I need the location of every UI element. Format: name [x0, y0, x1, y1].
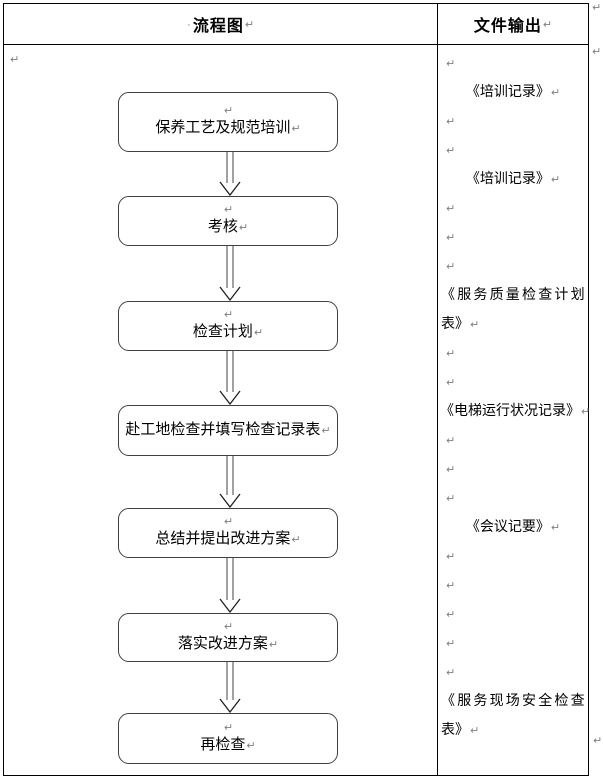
empty-paragraph: ↵ [438, 657, 588, 686]
empty-paragraph: ↵ [438, 599, 588, 628]
pilcrow-mark: ↵ [550, 522, 561, 534]
down-arrow-icon [219, 456, 241, 508]
flowchart-cell: ↵ ↵ 保养工艺及规范培训↵ ↵ 考核↵ [4, 45, 438, 775]
flowchart-table: ·流程图↵ 文件输出↵ ↵ ↵ 保养工艺及规范培训↵ [3, 3, 591, 776]
empty-paragraph: ↵ [438, 425, 588, 454]
pilcrow-mark: ↵ [446, 435, 456, 447]
pilcrow-mark: ↵ [470, 725, 480, 737]
empty-paragraph: ↵ [438, 135, 588, 164]
flow-step-label: 保养工艺及规范培训↵ [155, 119, 301, 136]
pilcrow-mark: ↵ [268, 638, 279, 651]
pilcrow-mark: ↵ [223, 620, 234, 633]
empty-paragraph: ↵ [438, 628, 588, 657]
pilcrow-mark: ↵ [446, 580, 456, 592]
down-arrow-icon [219, 662, 241, 713]
pilcrow-mark: ↵ [446, 261, 456, 273]
empty-paragraph: ↵ [438, 222, 588, 251]
output-doc-site-safety-check-line2: 表》↵ [441, 721, 480, 737]
pilcrow-mark: ↵ [446, 609, 456, 621]
empty-paragraph: ↵ [438, 48, 588, 77]
flow-step-site-inspection[interactable]: 赴工地检查并填写检查记录表↵ [118, 405, 338, 456]
flow-step-assessment[interactable]: ↵ 考核↵ [118, 196, 338, 246]
flow-step-reinspection[interactable]: ↵ 再检查↵ [118, 713, 338, 764]
table-body-row: ↵ ↵ 保养工艺及规范培训↵ ↵ 考核↵ [4, 45, 591, 775]
output-doc-site-safety-check-line1: 《服务现场安全检查 [441, 692, 587, 708]
flow-step-summary-improvement[interactable]: ↵ 总结并提出改进方案↵ [118, 508, 338, 558]
output-cell: ↵ 《培训记录》↵ ↵ ↵ 《培训记录》↵ ↵ ↵ ↵ 《服务质量检查计划 表》… [438, 45, 591, 775]
row-end-mark: ↵ [593, 735, 603, 747]
header-cell-flowchart: ·流程图↵ [4, 4, 438, 44]
pilcrow-mark: ↵ [446, 464, 456, 476]
pilcrow-mark: ↵ [446, 145, 456, 157]
space-mark: · [186, 17, 192, 31]
pilcrow-mark: ↵ [246, 739, 256, 752]
output-doc-training-record: 《培训记录》↵ [465, 83, 561, 99]
flow-step-inspection-plan[interactable]: ↵ 检查计划↵ [118, 301, 338, 351]
flow-step-label: 再检查↵ [200, 735, 256, 753]
pilcrow-mark: ↵ [550, 174, 561, 186]
pilcrow-mark: ↵ [470, 319, 480, 331]
flow-step-label: 落实改进方案↵ [177, 634, 279, 652]
empty-paragraph: ↵ [438, 454, 588, 483]
flow-step-label: 考核↵ [207, 218, 249, 235]
pilcrow-mark: ↵ [446, 58, 456, 70]
empty-paragraph: ↵ [438, 367, 588, 396]
pilcrow-mark: ↵ [321, 425, 331, 437]
pilcrow-mark: ↵ [446, 203, 456, 215]
pilcrow-mark: ↵ [446, 348, 456, 360]
empty-paragraph: ↵ [438, 193, 588, 222]
pilcrow-mark: ↵ [10, 54, 20, 66]
row-end-mark: ↵ [592, 46, 602, 58]
pilcrow-mark: ↵ [550, 87, 561, 99]
pilcrow-mark: ↵ [244, 18, 255, 31]
flow-step-training[interactable]: ↵ 保养工艺及规范培训↵ [118, 92, 338, 152]
pilcrow-mark: ↵ [446, 377, 456, 389]
pilcrow-mark: ↵ [223, 516, 234, 528]
output-doc-service-quality-plan-line2: 表》↵ [441, 315, 480, 331]
pilcrow-mark: ↵ [238, 222, 249, 234]
down-arrow-icon [219, 351, 241, 405]
empty-paragraph: ↵ [438, 570, 588, 599]
pilcrow-mark: ↵ [542, 18, 553, 31]
pilcrow-mark: ↵ [223, 204, 234, 216]
pilcrow-mark: ↵ [446, 493, 456, 505]
flow-step-label: 赴工地检查并填写检查记录表↵ [125, 421, 331, 438]
down-arrow-icon [219, 246, 241, 301]
header-title-flowchart: 流程图 [192, 18, 244, 35]
empty-paragraph: ↵ [438, 541, 588, 570]
pilcrow-mark: ↵ [223, 721, 234, 734]
down-arrow-icon [219, 558, 241, 613]
flow-step-implement-improvement[interactable]: ↵ 落实改进方案↵ [118, 613, 338, 662]
pilcrow-mark: ↵ [253, 327, 264, 339]
empty-paragraph: ↵ [438, 106, 588, 135]
pilcrow-mark: ↵ [291, 123, 301, 135]
table-header-row: ·流程图↵ 文件输出↵ [4, 4, 588, 45]
header-title-output: 文件输出 [473, 18, 542, 35]
pilcrow-mark: ↵ [446, 116, 456, 128]
output-doc-elevator-operation-record: 《电梯运行状况记录》↵ [440, 402, 591, 418]
pilcrow-mark: ↵ [446, 667, 456, 679]
output-doc-meeting-minutes: 《会议记要》↵ [465, 518, 561, 534]
empty-paragraph: ↵ [438, 483, 588, 512]
output-doc-training-record: 《培训记录》↵ [465, 170, 561, 186]
output-doc-service-quality-plan-line1: 《服务质量检查计划 [441, 286, 587, 302]
pilcrow-mark: ↵ [446, 638, 456, 650]
flow-step-label: 检查计划↵ [192, 323, 264, 340]
row-end-mark: ↵ [592, 2, 602, 14]
pilcrow-mark: ↵ [446, 232, 456, 244]
down-arrow-icon [219, 152, 241, 196]
pilcrow-mark: ↵ [581, 406, 591, 418]
pilcrow-mark: ↵ [223, 105, 234, 117]
pilcrow-mark: ↵ [446, 551, 456, 563]
pilcrow-mark: ↵ [291, 534, 301, 546]
header-cell-output: 文件输出↵ [438, 4, 588, 44]
empty-paragraph: ↵ [438, 251, 588, 280]
flow-step-label: 总结并提出改进方案↵ [155, 530, 301, 547]
empty-paragraph: ↵ [438, 338, 588, 367]
output-paragraphs: ↵ 《培训记录》↵ ↵ ↵ 《培训记录》↵ ↵ ↵ ↵ 《服务质量检查计划 表》… [438, 48, 591, 744]
pilcrow-mark: ↵ [223, 309, 234, 321]
